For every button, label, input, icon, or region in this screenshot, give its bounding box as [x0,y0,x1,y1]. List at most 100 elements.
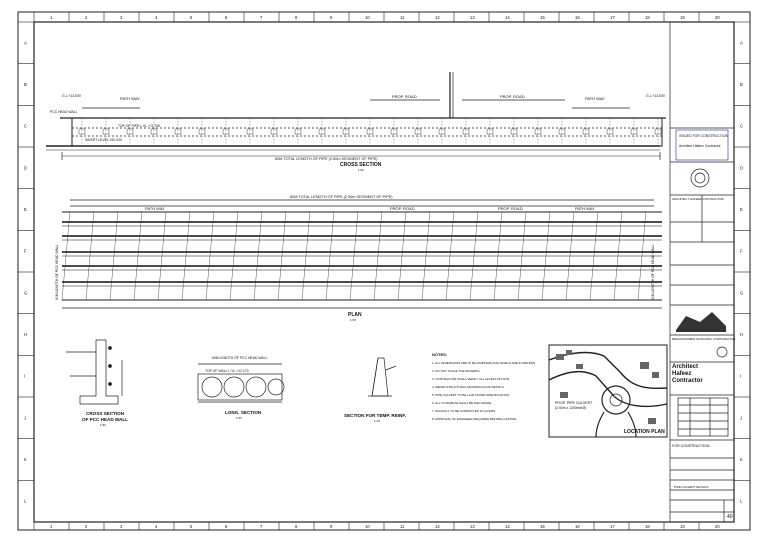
corp-name: BRIHANMUMBAI MUNICIPAL CORPORATION [672,337,735,341]
location-callout-1: PROP. PIPE CULVERT [555,401,593,405]
grid-label-bottom: 20 [715,524,720,529]
plan-hatch-line [469,211,479,301]
plan-path-way-right: PATH WAY [575,206,595,211]
plan-prop-road-1: PROP. ROAD [390,206,415,211]
grid-label-top: 14 [505,15,510,20]
plan-view [62,199,662,309]
plan-hatch-line [613,211,623,301]
note-item: 5. PIPE CULVERT TO BE LAID AS PER SPECIF… [432,393,510,397]
grid-label-bottom: 14 [505,524,510,529]
xsec-scale: 1:50 [358,168,364,172]
joint-tag [222,128,230,135]
long-section-wall: TOP OF WALL L.VL.+12.170 [205,369,249,373]
plan-hatch-line [349,211,359,301]
outer-border [17,11,751,531]
joint-tag [486,128,494,135]
plan-hatch-line [589,211,599,301]
note-item: 4. REFER STRUCTURAL DRAWINGS FOR DETAILS… [432,385,505,389]
joint-tag [390,128,398,135]
grid-label-top: 9 [330,15,333,20]
plan-hatch-line [445,211,455,301]
grid-label-left: K [24,457,27,462]
grid-label-left: C [24,124,27,129]
plan-hatch-line [181,211,191,301]
grid-label-bottom: 17 [610,524,615,529]
xsec-top-of-pipe: TOP OF PIPE L.VL.+11.700 [118,124,160,128]
grid-label-top: 3 [120,15,123,20]
plan-hatch-line [637,211,647,301]
status-text: FOR CONSTRUCTION [672,444,710,448]
drawing-title: PIPE CULVERT DETAILS [674,485,708,489]
joint-tag [582,128,590,135]
grid-label-bottom: 3 [120,524,123,529]
joint-tag [270,128,278,135]
plan-hatch [61,211,647,301]
plan-hatch-line [325,211,335,301]
xsec-pipe-length: 60M TOTAL LENGTH OF PIPE (2.50m SEGMENT … [275,157,378,161]
grid-label-bottom: 5 [190,524,193,529]
note-item: 6. ALL CONCRETE SHALL BE M20 GRADE. [432,401,492,405]
plan-hatch-line [253,211,263,301]
plan-top-label: 60M TOTAL LENGTH OF PIPE (2.50m SEGMENT … [290,195,393,199]
grid-label-bottom: 9 [330,524,333,529]
grid-label-right: L [740,499,743,504]
temp-reinf-title: SECTION FOR TEMP. REINF. [344,413,406,418]
grid-label-bottom: 6 [225,524,228,529]
plan-hatch-line [133,211,143,301]
plan-hatch-line [565,211,575,301]
grid-label-top: 16 [575,15,580,20]
drawing-number: 40 [727,514,733,520]
grid-label-top: 6 [225,15,228,20]
plan-hatch-line [373,211,383,301]
xsec-prop-road-2: PROP. ROAD [500,94,525,99]
temp-reinf-section [368,357,397,397]
grid-label-left: A [24,40,27,45]
notes-block: NOTES: 1. ALL DIMENSIONS ARE IN MILLIMET… [432,352,536,421]
cross-section-segments [78,118,662,146]
joint-tag [414,128,422,135]
xsec-pcc-head: PCC HEAD WALL [50,110,78,114]
grid-label-left: E [24,207,27,212]
long-section [197,363,285,403]
grid-label-top: 19 [680,15,685,20]
grid-label-top: 8 [295,15,298,20]
plan-title: PLAN [348,312,362,318]
title-block [669,22,734,522]
joint-tag [78,128,86,135]
long-section-scale: 1:50 [236,416,242,420]
grid-label-left: J [24,415,26,420]
joint-tag [318,128,326,135]
xsec-path-way-right: PATH WAY [585,96,605,101]
plan-hatch-line [205,211,215,301]
location-plan-title: LOCATION PLAN [624,429,665,435]
grid-label-top: 11 [400,15,405,20]
grid-label-right: I [740,374,741,379]
grid-label-top: 15 [540,15,545,20]
note-item: 3. CONTRACTOR SHALL VERIFY ALL LEVELS ON… [432,377,510,381]
architect-line-3: Contractor [672,378,703,384]
grid-label-top: 7 [260,15,263,20]
plan-pipe-rows [62,221,662,287]
joint-tag [366,128,374,135]
grid-label-left: L [24,499,27,504]
plan-path-way-left: PATH WAY [145,206,165,211]
joint-tag [246,128,254,135]
xsec-invert-level: INVERT LEVEL 010.000 [85,138,122,142]
plan-scale: 1:50 [350,318,356,322]
plan-hatch-line [421,211,431,301]
plan-side-right: 60M LENGTH OF PCC HEAD WALL [651,244,655,300]
grid-label-top: 20 [715,15,720,20]
grid-label-top: 13 [470,15,475,20]
temp-reinf-scale: 1:10 [374,419,380,423]
plan-prop-road-2: PROP. ROAD [498,206,523,211]
grid-label-bottom: 12 [435,524,440,529]
joint-tag [438,128,446,135]
plan-side-left: 60M LENGTH OF PCC HEAD WALL [55,244,59,300]
joint-tag [126,128,134,135]
grid-label-bottom: 2 [85,524,88,529]
grid-label-bottom: 10 [365,524,370,529]
grid-label-right: C [740,124,743,129]
grid-label-right: F [740,249,743,254]
grid-label-bottom: 4 [155,524,158,529]
